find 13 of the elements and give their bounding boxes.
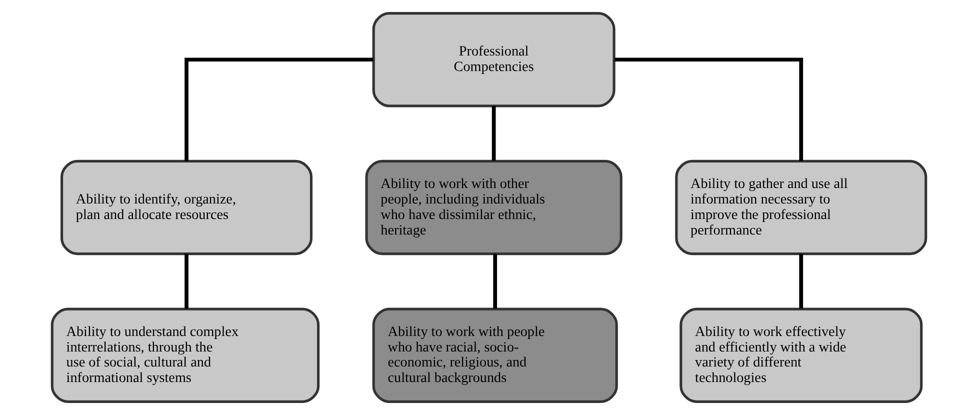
node-box: Ability to gather and use all information necessary to improve the professional performance (675, 160, 928, 256)
connector (614, 58, 804, 162)
connector (492, 106, 496, 161)
node-box: Ability to work with other people, including individuals who have dissimilar ethnic, heritage (365, 160, 622, 256)
connector (184, 254, 188, 309)
node-box: Ability to understand complex interrelations, through the use of social, cultural and informational systems (50, 308, 320, 403)
connector (799, 254, 804, 309)
node-box: Professional Competencies (372, 12, 616, 108)
connector (184, 58, 374, 162)
node-box: Ability to work with people who have racial, socio-economic, religious, and cultural backgrounds (372, 308, 618, 403)
node-box: Ability to work effectively and efficiently with a wide variety of different technologies (680, 308, 923, 403)
node-box: Ability to identify, organize, plan and allocate resources (60, 160, 313, 256)
connector (493, 254, 498, 309)
